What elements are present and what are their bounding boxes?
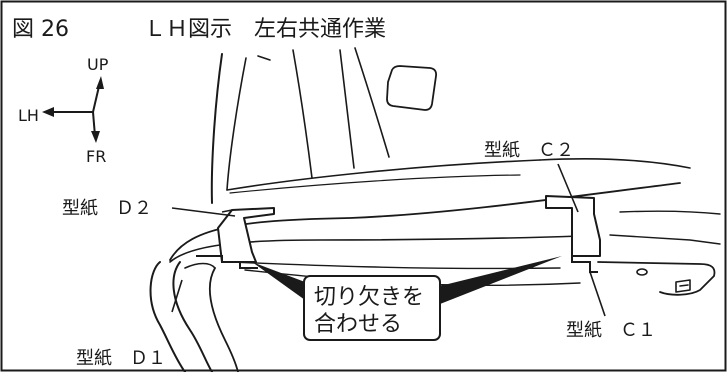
- callout-line-2: 合わせる: [314, 312, 402, 337]
- label-template-d1: 型紙 Ｄ１: [76, 348, 166, 369]
- body-belt-line: [169, 182, 681, 261]
- callout-pointers: [252, 256, 562, 304]
- fender-front-inner: [172, 261, 213, 372]
- label-template-c1: 型紙 Ｃ１: [566, 320, 656, 341]
- vehicle-body-drawing: [149, 47, 721, 372]
- leader-d2: [171, 207, 236, 217]
- label-template-d2: 型紙 Ｄ２: [62, 198, 152, 219]
- cab-window-edge-left: [226, 57, 247, 191]
- cab-pillar-right: [354, 47, 390, 158]
- up-arrowhead-icon: [96, 76, 104, 89]
- figure-title: ＬＨ図示 左右共通作業: [144, 17, 386, 42]
- leader-c1: [589, 271, 606, 317]
- rear-bumper-outline: [597, 261, 716, 296]
- upper-side-line-inner: [229, 174, 521, 194]
- rear-hook-bracket: [675, 279, 691, 293]
- rear-window: [386, 65, 438, 111]
- lh-arrowhead-icon: [42, 107, 54, 117]
- fr-label: FR: [86, 147, 106, 166]
- cab-pillar-left: [210, 53, 223, 204]
- rear-bolt-hole: [636, 268, 648, 276]
- cab-window-edge-mid: [292, 49, 313, 179]
- rocker-line: [231, 261, 561, 270]
- figure-number: 図 26: [12, 17, 69, 42]
- lh-label: LH: [18, 106, 39, 125]
- template-d2-outline: [217, 207, 275, 263]
- template-c2-shape: [545, 195, 601, 257]
- leader-c2: [557, 163, 579, 213]
- callout-line-1: 切り欠きを: [314, 285, 424, 310]
- cab-pillar-inner: [339, 49, 355, 169]
- template-d1-notch: [196, 255, 258, 269]
- callout-pointer-right: [440, 256, 562, 304]
- wheel-arch-inner: [208, 267, 239, 372]
- up-label: UP: [87, 55, 109, 74]
- fr-arrowhead-icon: [91, 131, 100, 143]
- label-template-c2: 型紙 Ｃ２: [484, 140, 574, 161]
- fender-front-outer: [149, 261, 186, 372]
- rear-roof-line: [539, 158, 691, 169]
- upper-side-line: [226, 159, 541, 191]
- orientation-indicator: [42, 76, 104, 143]
- callout-pointer-left: [252, 262, 305, 300]
- leader-d1: [171, 279, 183, 313]
- lower-body-line: [169, 235, 581, 263]
- template-c2-outline: [545, 195, 601, 257]
- callout-box: [303, 275, 441, 341]
- bed-rail-line: [619, 210, 721, 215]
- template-d2-shape: [217, 207, 275, 263]
- template-c1-notch: [571, 256, 598, 273]
